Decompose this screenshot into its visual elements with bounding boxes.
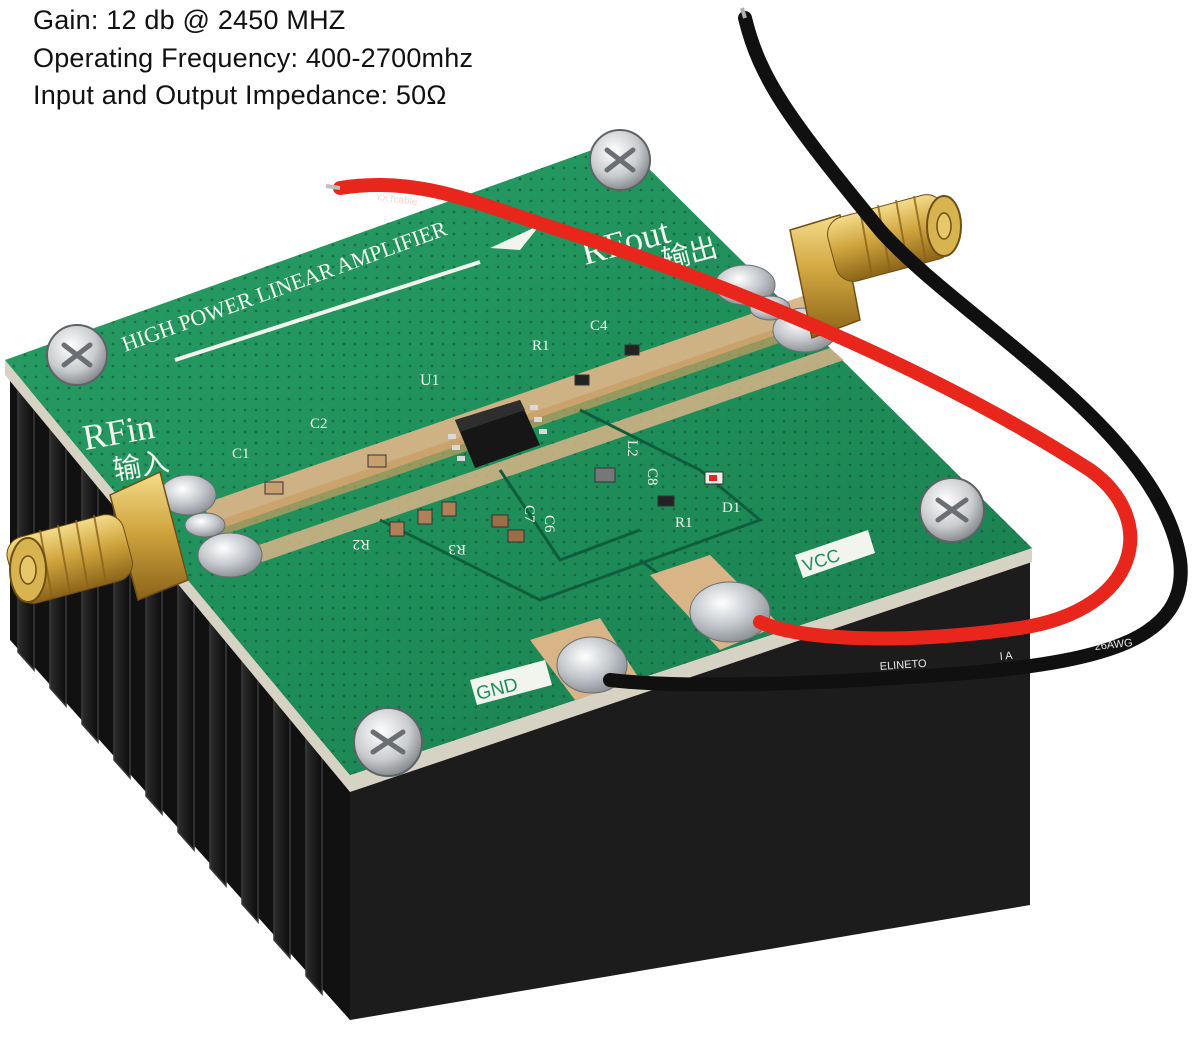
screws (46, 129, 985, 777)
frequency-spec: Operating Frequency: 400-2700mhz (33, 42, 474, 73)
arrow-icon (490, 225, 540, 250)
c6-label: C6 (541, 515, 557, 533)
smd-components (264, 344, 724, 543)
r2-label: R2 (352, 536, 370, 552)
d1-label: D1 (722, 500, 740, 516)
gnd-label: GND (470, 660, 552, 705)
c2-label: C2 (310, 416, 328, 432)
screw-icon (46, 324, 108, 386)
resistor-r1 (574, 374, 590, 386)
resistor-r1b (657, 495, 675, 507)
resistor-r2 (389, 521, 405, 537)
u1-label: U1 (420, 372, 440, 389)
screw-icon (589, 129, 651, 191)
black-wire: ELINETO I A 26AWG (603, 7, 1188, 692)
resistor-r2b (417, 509, 433, 525)
red-wire: YXTcable (325, 177, 1138, 646)
black-wire-print-3: 26AWG (1094, 637, 1133, 653)
u1-chip (448, 400, 547, 468)
screw-icon (353, 707, 423, 777)
inductor-l2 (594, 467, 616, 483)
black-wire-print-2: I A (999, 650, 1013, 663)
l2-label: L2 (624, 440, 640, 457)
black-wire-print-1: ELINETO (879, 658, 927, 673)
capacitor-c7 (507, 529, 525, 543)
c4-label: C4 (590, 318, 608, 334)
capacitor-c6 (491, 514, 509, 528)
title-underline (174, 260, 481, 362)
gain-spec: Gain: 12 db @ 2450 MHZ (33, 5, 346, 35)
resistor-r3 (441, 501, 457, 517)
capacitor-c1 (264, 481, 284, 495)
led-d1-dot (709, 475, 717, 481)
sma-connector-input (6, 470, 189, 604)
r1b-label: R1 (675, 515, 693, 531)
impedance-spec: Input and Output Impedance: 50Ω (33, 80, 447, 110)
c8-label: C8 (644, 468, 660, 486)
c1-label: C1 (232, 446, 250, 462)
capacitor-c4 (624, 344, 640, 356)
spec-text-block: Gain: 12 db @ 2450 MHZ Operating Frequen… (33, 2, 473, 115)
c7-label: C7 (521, 505, 537, 523)
red-wire-print: YXTcable (375, 192, 419, 208)
capacitor-c2 (367, 454, 387, 468)
sma-connector-output (789, 194, 962, 340)
r3-label: R3 (448, 541, 466, 557)
screw-icon (919, 477, 985, 543)
r1-label: R1 (532, 338, 550, 354)
